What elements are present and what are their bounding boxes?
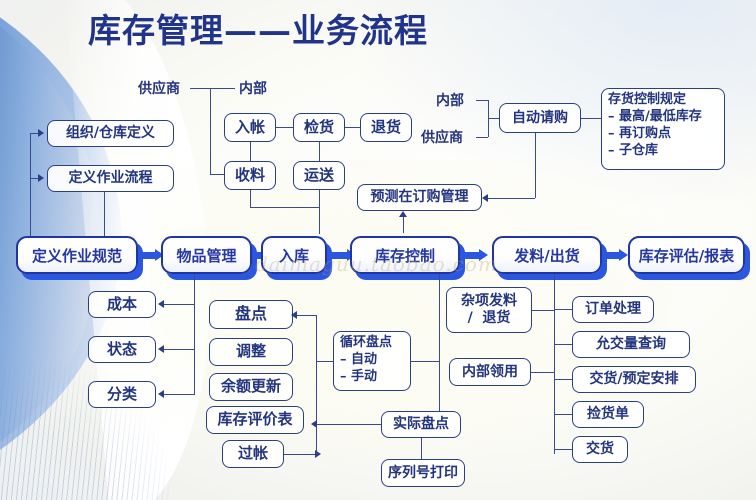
line-posting-receive <box>250 142 252 161</box>
label-supplier-top: 供应商 <box>138 81 180 97</box>
label-internal-right: 内部 <box>436 93 464 109</box>
line-issue-trunk <box>554 274 556 454</box>
pipeline-valuation-report[interactable]: 库存评估/报表 <box>628 236 745 274</box>
line-inspection-return <box>345 127 360 129</box>
line-down-to-receive <box>210 88 212 174</box>
background-stripes <box>0 354 171 500</box>
line-supplier-internal <box>190 88 235 90</box>
box-physical-count[interactable]: 实际盘点 <box>381 411 461 438</box>
label-internal-top: 内部 <box>239 81 267 97</box>
line-bracket-to-auto <box>488 118 499 120</box>
line-to-atp-inquiry <box>554 344 572 346</box>
arrow-into-count <box>291 311 297 319</box>
box-balance-update[interactable]: 余额更新 <box>209 373 293 401</box>
line-setup-bracket <box>30 133 32 245</box>
line-posting-inspection <box>276 127 293 129</box>
box-adjust[interactable]: 调整 <box>209 338 293 366</box>
line-workflow-to-spec <box>104 192 106 236</box>
pipeline-item-management[interactable]: 物品管理 <box>161 236 252 274</box>
box-atp-inquiry[interactable]: 允交量查询 <box>572 331 690 358</box>
box-define-work-flow[interactable]: 定义作业流程 <box>47 165 174 192</box>
box-delivery[interactable]: 交货 <box>572 436 628 463</box>
line-supplier-right <box>476 137 488 139</box>
line-to-delivery <box>554 449 572 451</box>
line-misc-to-trunk <box>532 310 554 312</box>
line-forecast-from-control <box>403 215 405 233</box>
line-into-receive <box>210 174 224 176</box>
line-auto-to-forecast <box>488 198 535 200</box>
box-cycle-count[interactable]: 循环盘点 – 自动 – 手动 <box>333 331 411 391</box>
pipeline-issue-shipment[interactable]: 发料/出货 <box>492 236 602 274</box>
pipeline-arrow-5 <box>603 249 629 262</box>
box-forecast-on-order[interactable]: 预测在订购管理 <box>357 184 482 211</box>
line-loop-into-count <box>296 315 316 317</box>
pipeline-define-spec[interactable]: 定义作业规范 <box>16 236 138 274</box>
box-inventory-control-rules[interactable]: 存货控制规定 – 最高/最低库存 – 再订购点 – 子仓库 <box>601 88 725 170</box>
line-auto-down <box>535 133 537 198</box>
pipeline-arrow-1 <box>139 249 164 262</box>
line-physical-to-serial <box>421 438 423 459</box>
box-inspection[interactable]: 检货 <box>293 113 345 142</box>
line-to-work-flow <box>30 178 39 180</box>
line-post-right <box>284 454 317 456</box>
arrow-to-valuation-sheet <box>311 420 317 428</box>
box-category[interactable]: 分类 <box>88 381 156 408</box>
slide-title: 库存管理——业务流程 <box>88 11 428 50</box>
arrow-into-forecast <box>482 194 488 202</box>
box-pick-list[interactable]: 捡货单 <box>572 401 644 428</box>
arrow-to-work-flow <box>38 174 44 182</box>
line-to-order-processing <box>554 309 572 311</box>
box-status[interactable]: 状态 <box>88 336 156 363</box>
box-shipping[interactable]: 运送 <box>293 161 345 190</box>
box-order-processing[interactable]: 订单处理 <box>572 296 654 323</box>
line-to-category <box>164 394 194 396</box>
box-receive-material[interactable]: 收料 <box>224 161 276 190</box>
line-to-delivery-plan <box>554 379 572 381</box>
arrow-to-status <box>158 345 164 353</box>
pipeline-inventory-control[interactable]: 库存控制 <box>350 236 460 274</box>
line-receive-down <box>250 190 252 207</box>
box-misc-issue-return[interactable]: 杂项发料 / 退货 <box>446 287 532 333</box>
line-cycle-right <box>411 361 439 363</box>
box-count[interactable]: 盘点 <box>209 300 293 329</box>
line-inspection-shipping <box>319 142 321 161</box>
arrow-to-org-warehouse <box>38 129 44 137</box>
box-cost[interactable]: 成本 <box>88 291 156 318</box>
line-internal-to-trunk <box>531 372 554 374</box>
box-post-account[interactable]: 过帐 <box>222 440 284 468</box>
box-auto-requisition[interactable]: 自动请购 <box>499 103 581 133</box>
box-posting[interactable]: 入帐 <box>224 113 276 142</box>
box-delivery-plan[interactable]: 交货/预定安排 <box>572 366 696 393</box>
box-serial-print[interactable]: 序列号打印 <box>381 459 465 487</box>
arrow-post-right <box>315 450 321 458</box>
line-to-status <box>164 349 194 351</box>
pipeline-inbound[interactable]: 入库 <box>261 236 327 274</box>
line-shipping-down <box>319 190 321 234</box>
line-item-attr-bracket <box>194 274 196 395</box>
line-cycle-left <box>316 361 333 363</box>
box-internal-use[interactable]: 内部领用 <box>449 358 531 386</box>
box-org-warehouse-definition[interactable]: 组织/仓库定义 <box>47 120 174 147</box>
label-supplier-right: 供应商 <box>421 130 463 146</box>
arrow-to-cost <box>158 300 164 308</box>
line-physical-to-valuation <box>316 424 381 426</box>
line-inventory-control-down <box>439 274 441 412</box>
line-to-pick-list <box>554 414 572 416</box>
arrow-up-to-forecast <box>399 211 407 217</box>
line-to-org-warehouse <box>30 133 39 135</box>
arrow-to-category <box>158 390 164 398</box>
line-loop-up <box>316 315 318 454</box>
box-return[interactable]: 退货 <box>360 113 412 142</box>
line-to-cost <box>164 304 194 306</box>
line-internal-right <box>476 100 488 102</box>
line-receive-join <box>250 207 319 209</box>
pipeline-arrow-4 <box>461 249 489 262</box>
box-inventory-valuation-sheet[interactable]: 库存评价表 <box>206 406 304 434</box>
line-auto-to-rules <box>581 118 601 120</box>
